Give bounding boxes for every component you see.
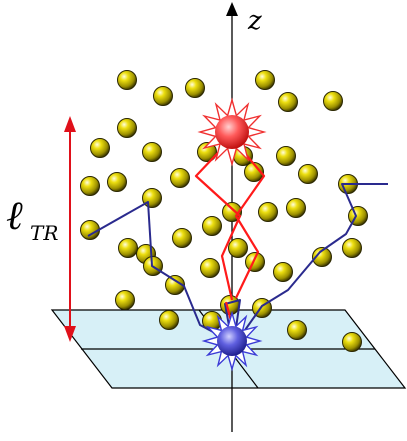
scatterer-sphere: [273, 262, 293, 282]
scatterer-sphere: [228, 238, 248, 258]
scatterer-sphere: [200, 258, 220, 278]
transport-length-subscript: TR: [30, 221, 59, 245]
scatterer-sphere: [159, 310, 179, 330]
z-axis-label: z: [248, 6, 262, 36]
arrow-up-icon: [226, 2, 238, 16]
scatterer-sphere: [80, 176, 100, 196]
arrow-down-icon: [64, 326, 76, 342]
scatterer-sphere: [115, 290, 135, 310]
scatterer-sphere: [118, 238, 138, 258]
scatterer-sphere: [117, 70, 137, 90]
detected-photon-star: [197, 97, 267, 167]
scatterer-spheres: [80, 70, 368, 352]
arrow-up-icon: [64, 116, 76, 132]
scatterer-sphere: [286, 198, 306, 218]
scatterer-sphere: [342, 238, 362, 258]
scatterer-sphere: [142, 142, 162, 162]
scatterer-sphere: [153, 86, 173, 106]
source-photon-star: [201, 310, 263, 372]
photon-path-left: [87, 201, 233, 343]
scatterer-sphere: [245, 252, 265, 272]
scatterer-sphere: [165, 275, 185, 295]
scatterer-sphere: [312, 247, 332, 267]
scatterer-sphere: [323, 91, 343, 111]
scatterer-sphere: [255, 70, 275, 90]
scatterer-sphere: [258, 202, 278, 222]
scatterer-sphere: [170, 168, 190, 188]
scatterer-sphere: [185, 78, 205, 98]
scatterer-sphere: [342, 332, 362, 352]
scatterer-sphere: [220, 295, 240, 315]
transport-length-symbol: ℓ: [6, 193, 23, 239]
red-path-b: [231, 137, 266, 299]
scatterer-sphere: [298, 164, 318, 184]
scatterer-sphere: [202, 216, 222, 236]
scatterer-sphere: [117, 118, 137, 138]
scatterer-sphere: [197, 142, 217, 162]
scatterer-sphere: [278, 92, 298, 112]
scatterer-sphere: [107, 172, 127, 192]
scatterer-sphere: [90, 138, 110, 158]
photon-path-right: [237, 183, 388, 341]
scatterer-sphere: [287, 320, 307, 340]
scatterer-sphere: [172, 228, 192, 248]
red-path-a: [194, 137, 242, 301]
transport-length-arrow: [64, 116, 76, 342]
scatterer-sphere: [276, 146, 296, 166]
